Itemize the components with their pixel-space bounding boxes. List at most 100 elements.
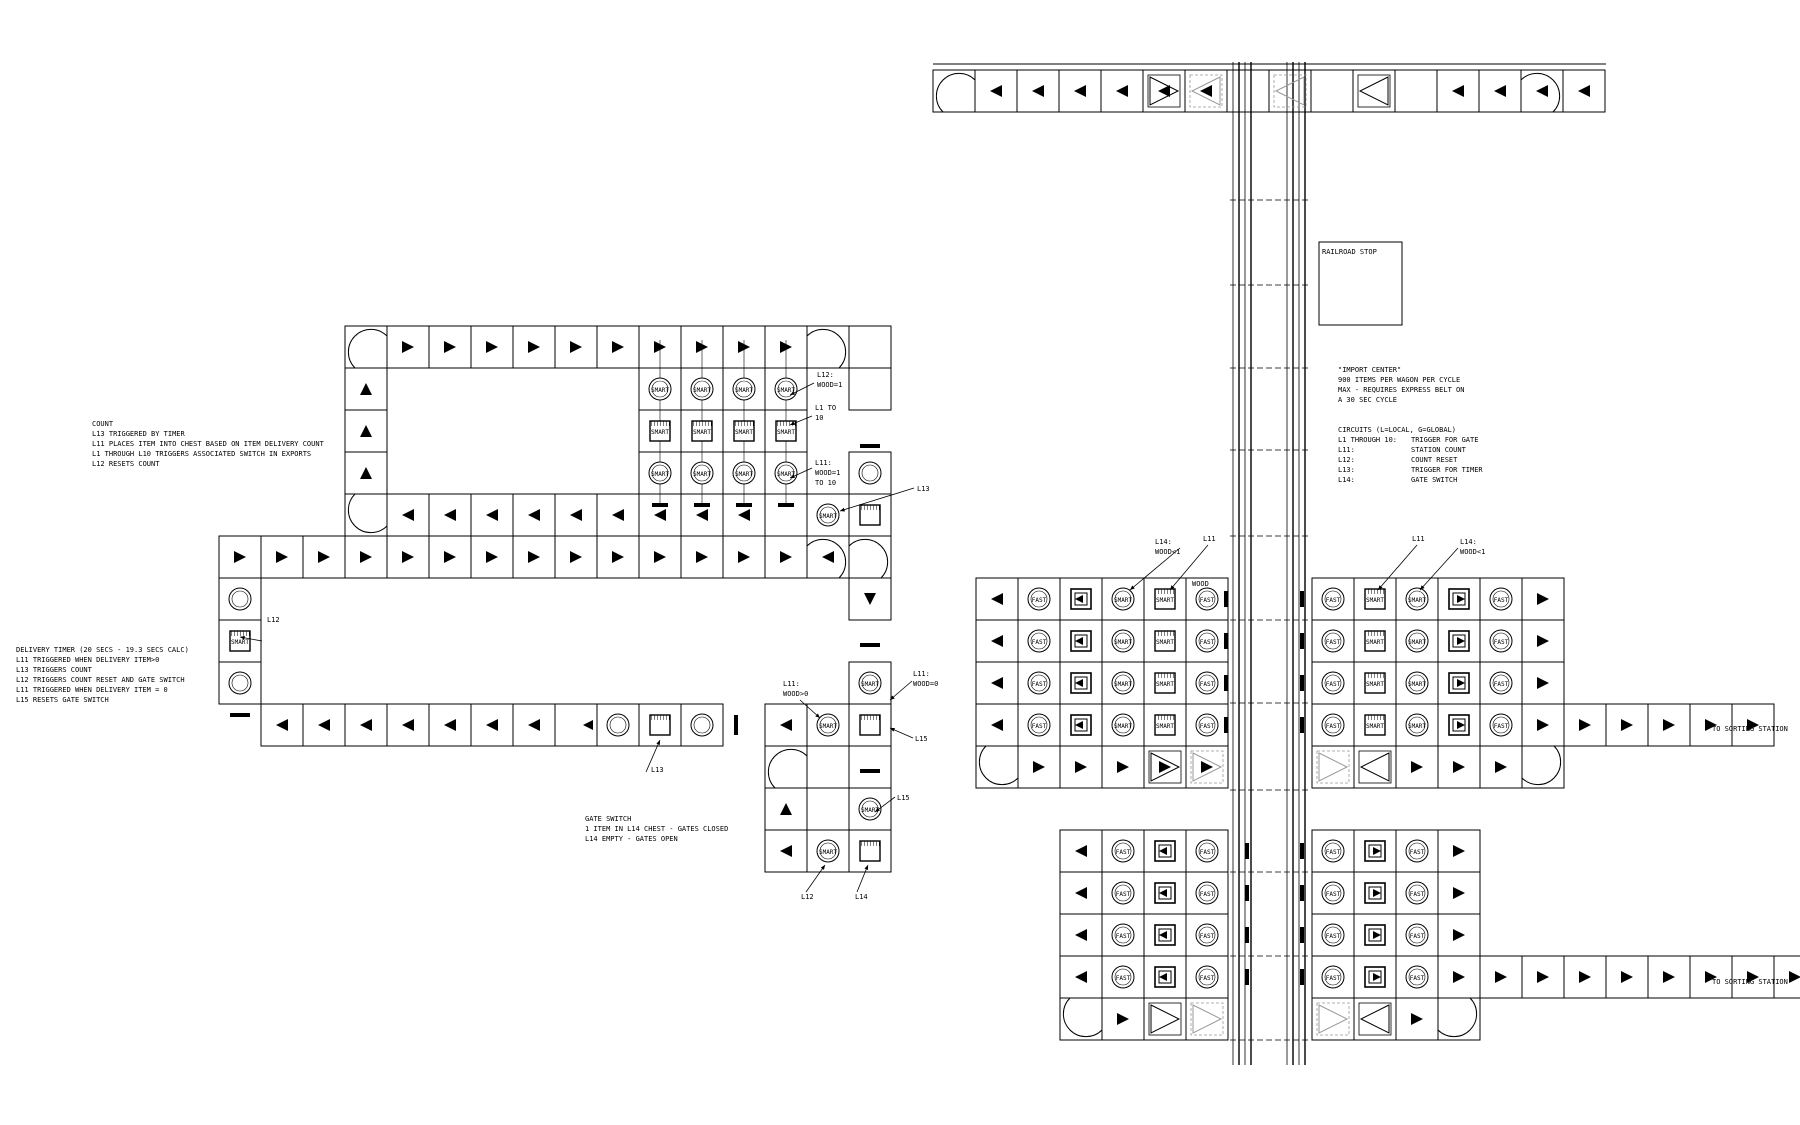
svg-text:WOOD>0: WOOD>0 xyxy=(783,690,808,698)
callout-labels: TO SORTING STATION TO SORTING STATION L1… xyxy=(267,371,1788,986)
belt-arrow-icon xyxy=(1075,637,1083,645)
power-pole-icon xyxy=(860,444,880,448)
inserter-ring xyxy=(1408,674,1426,692)
inserter-ring xyxy=(735,464,753,482)
belt-arrow-icon xyxy=(402,719,414,731)
belt-arrow-icon xyxy=(1663,971,1675,983)
inserter-ring xyxy=(861,464,879,482)
belt-arrow-icon xyxy=(1457,595,1465,603)
svg-text:DELIVERY TIMER (20 SECS - 19.3: DELIVERY TIMER (20 SECS - 19.3 SECS CALC… xyxy=(16,646,189,654)
splitter-icon xyxy=(1149,76,1180,106)
svg-text:L1 THROUGH L10 TRIGGERS ASSOCI: L1 THROUGH L10 TRIGGERS ASSOCIATED SWITC… xyxy=(92,450,311,458)
svg-text:L12 TRIGGERS COUNT RESET AND G: L12 TRIGGERS COUNT RESET AND GATE SWITCH xyxy=(16,676,185,684)
svg-text:L12:: L12: xyxy=(1338,456,1355,464)
belt-tile xyxy=(848,661,892,705)
belt-arrow-icon xyxy=(570,551,582,563)
svg-text:L15: L15 xyxy=(915,735,928,743)
power-pole-icon xyxy=(230,713,250,717)
svg-text:L14:: L14: xyxy=(1460,538,1477,546)
belt-tile xyxy=(1394,69,1438,113)
svg-text:1 ITEM IN L14 CHEST - GATES CL: 1 ITEM IN L14 CHEST - GATES CLOSED xyxy=(585,825,728,833)
svg-text:TO 10: TO 10 xyxy=(815,479,836,487)
splitter-frame xyxy=(1273,74,1307,108)
inserter-ring xyxy=(1408,842,1426,860)
belt-arrow-icon xyxy=(318,551,330,563)
belt-arrow-icon xyxy=(1705,719,1717,731)
belt-arrow-icon xyxy=(570,341,582,353)
belt-tile xyxy=(848,325,892,369)
inserter-ring xyxy=(1198,926,1216,944)
splitter-icon xyxy=(1190,76,1221,106)
power-pole-icon xyxy=(1245,969,1249,985)
power-pole-icon xyxy=(652,503,668,507)
belt-arrow-icon xyxy=(1579,719,1591,731)
splitter-icon xyxy=(1318,1004,1349,1034)
svg-text:A 30 SEC CYCLE: A 30 SEC CYCLE xyxy=(1338,396,1397,404)
delivery-timer-note: DELIVERY TIMER (20 SECS - 19.3 SECS CALC… xyxy=(16,646,189,704)
power-pole-icon xyxy=(1245,885,1249,901)
splitter-frame xyxy=(1316,1002,1350,1036)
svg-text:WOOD<1: WOOD<1 xyxy=(1155,548,1180,556)
fast-inserter-label: FAST xyxy=(1200,681,1215,688)
belt-tile xyxy=(1521,745,1565,789)
svg-text:L11: L11 xyxy=(1203,535,1216,543)
splitter-icon xyxy=(1150,1004,1181,1034)
fast-inserter-label: FAST xyxy=(1116,849,1131,856)
fast-inserter-label: FAST xyxy=(1200,975,1215,982)
belt-arrow-icon xyxy=(1159,761,1171,773)
inserter-ring xyxy=(861,674,879,692)
inserter-ring xyxy=(1324,884,1342,902)
inserter-ring xyxy=(819,716,837,734)
inserter-ring xyxy=(693,716,711,734)
belt-tile xyxy=(848,577,892,621)
belt-arrow-icon xyxy=(1158,85,1170,97)
belt-tile xyxy=(344,325,388,369)
smart-inserter-label: SMART xyxy=(819,849,837,856)
belt-arrow-icon xyxy=(1621,971,1633,983)
belt-arrow-icon xyxy=(1537,635,1549,647)
belt-arrow-icon xyxy=(780,845,792,857)
belt-arrow-icon xyxy=(360,425,372,437)
leader-arrowhead xyxy=(864,865,869,870)
inserter-ring xyxy=(1324,716,1342,734)
smart-inserter-label: SMART xyxy=(1408,681,1426,688)
belt-arrow-icon xyxy=(990,85,1002,97)
belt-tile xyxy=(1059,997,1103,1041)
leader-arrowhead xyxy=(790,474,795,478)
chest-lid xyxy=(734,421,754,426)
belt-arrow-icon xyxy=(1075,595,1083,603)
belt-tile xyxy=(1731,703,1775,747)
smart-chest-label: SMART xyxy=(777,429,795,436)
belt-arrow-icon xyxy=(780,803,792,815)
belt-arrow-icon xyxy=(1159,973,1167,981)
leader-arrowhead xyxy=(890,728,895,732)
smart-chest-label: SMART xyxy=(693,429,711,436)
belt-arrow-icon xyxy=(1453,761,1465,773)
svg-text:900 ITEMS PER WAGON PER CYCLE: 900 ITEMS PER WAGON PER CYCLE xyxy=(1338,376,1460,384)
svg-text:L11:: L11: xyxy=(1338,446,1355,454)
belt-tile xyxy=(218,661,262,705)
svg-text:L11:: L11: xyxy=(783,680,800,688)
inserter-ring xyxy=(1492,632,1510,650)
inserter-ring xyxy=(1198,632,1216,650)
fast-inserter-label: FAST xyxy=(1410,975,1425,982)
smart-inserter-label: SMART xyxy=(861,681,879,688)
belt-curve xyxy=(848,538,889,579)
smart-chest-label: SMART xyxy=(1156,639,1174,646)
inserter-ring xyxy=(819,842,837,860)
chest-lid xyxy=(776,421,796,426)
splitter-icon xyxy=(1318,752,1349,782)
belt-arrow-icon xyxy=(1579,971,1591,983)
belt-arrow-icon xyxy=(1075,929,1087,941)
belt-arrow-icon xyxy=(402,551,414,563)
inserter-ring xyxy=(1030,674,1048,692)
leader-lines xyxy=(239,382,1459,893)
svg-text:CIRCUITS (L=LOCAL, G=GLOBAL): CIRCUITS (L=LOCAL, G=GLOBAL) xyxy=(1338,426,1456,434)
smart-inserter-label: SMART xyxy=(819,513,837,520)
smart-inserter-label: SMART xyxy=(651,387,669,394)
splitter-icon xyxy=(1192,752,1223,782)
belt-tile xyxy=(344,493,388,537)
fast-inserter-label: FAST xyxy=(1326,723,1341,730)
inserter-ring xyxy=(231,674,249,692)
svg-text:COUNT RESET: COUNT RESET xyxy=(1411,456,1458,464)
